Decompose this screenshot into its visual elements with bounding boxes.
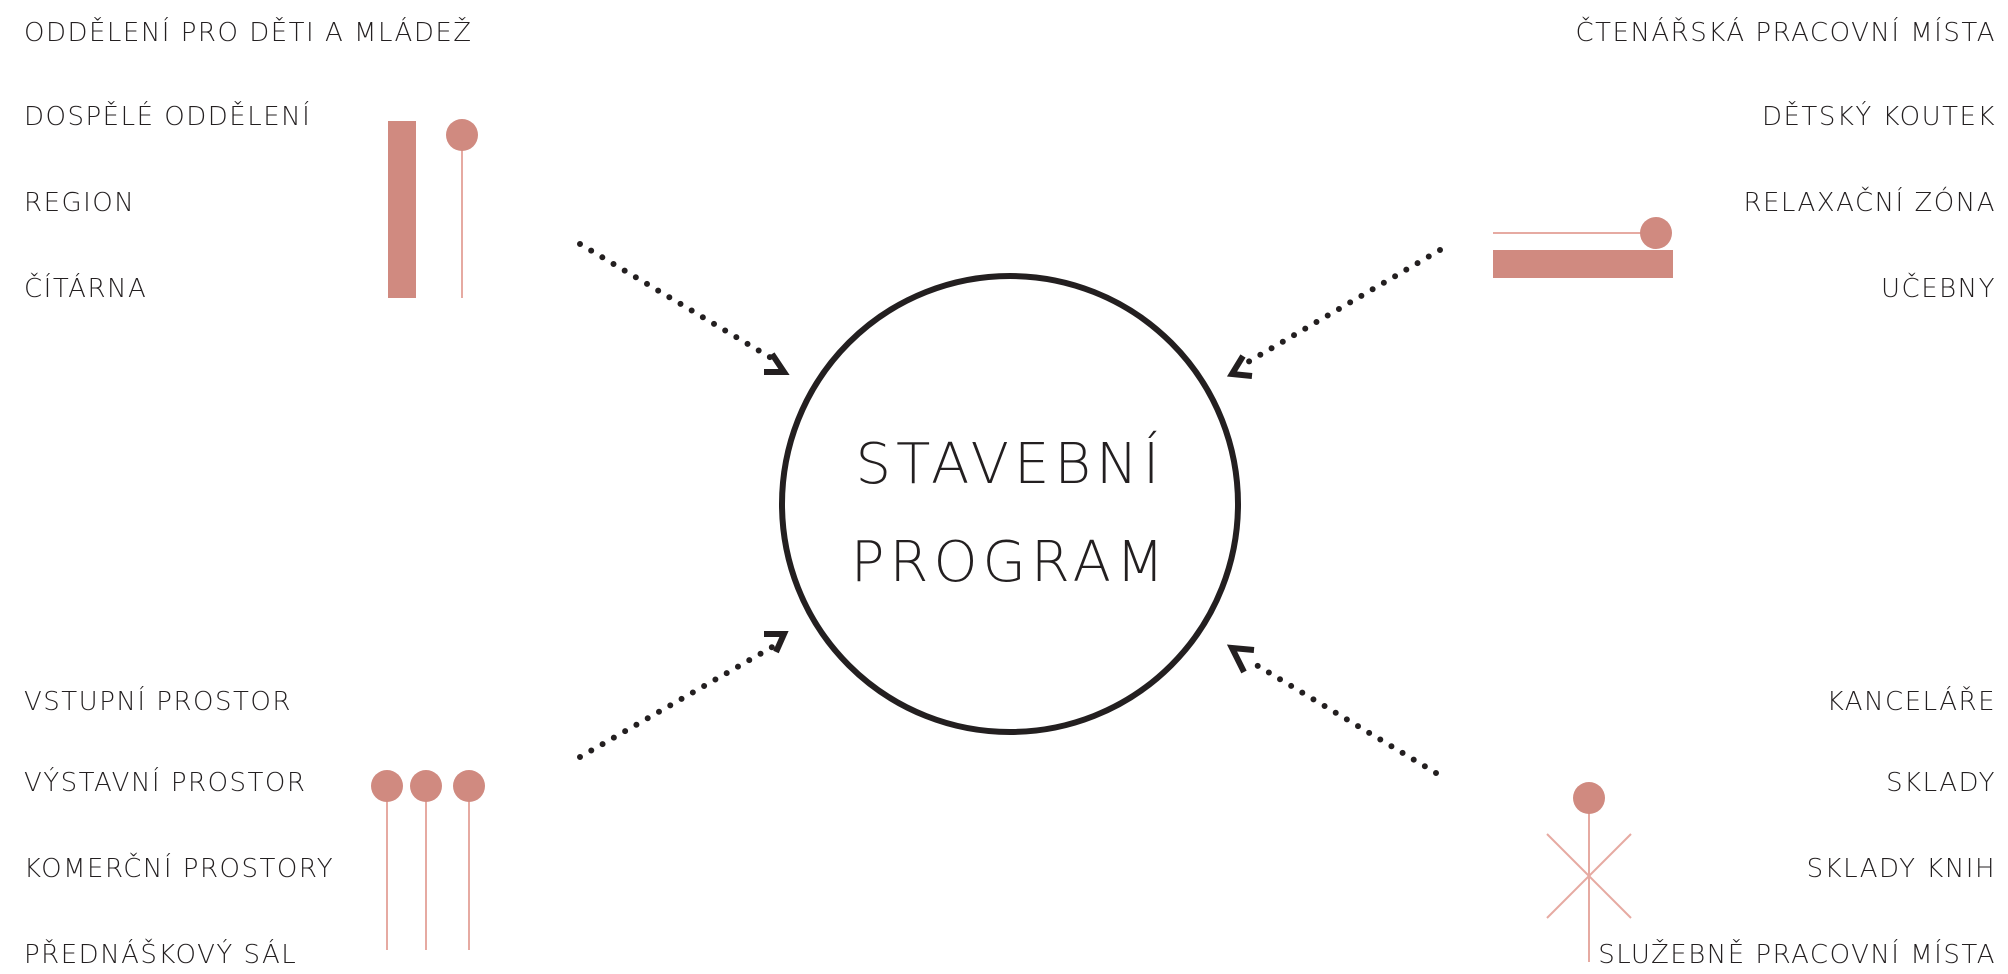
list-item: SLUŽEBNĚ PRACOVNÍ MÍSTA [1598,940,1996,970]
list-item: DOSPĚLÉ ODDĚLENÍ [24,102,312,132]
list-item: SKLADY [1886,768,1996,798]
arrow-top-right [1226,247,1443,379]
icon-top-right [1493,217,1673,278]
arrow-bottom-left [577,631,789,760]
list-item: PŘEDNÁŠKOVÝ SÁL [24,940,298,970]
center-circle [779,273,1241,735]
list-item: DĚTSKÝ KOUTEK [1761,102,1996,132]
list-item: RELAXAČNÍ ZÓNA [1743,188,1996,218]
arrow-bottom-right [1226,644,1439,776]
icon-top-left [388,119,478,298]
icon-bottom-left [371,770,485,950]
list-item: REGION [24,188,136,218]
center-title-line-2: PROGRAM [850,530,1170,595]
list-item: KOMERČNÍ PROSTORY [24,854,335,884]
list-item: VSTUPNÍ PROSTOR [24,687,292,717]
arrow-top-left [577,241,790,375]
center-title-line-1: STAVEBNÍ [855,432,1165,497]
icon-bottom-right [1546,782,1632,962]
list-item: ČÍTÁRNA [24,274,148,304]
list-item: ČTENÁŘSKÁ PRACOVNÍ MÍSTA [1575,18,1996,48]
list-item: SKLADY KNIH [1806,854,1996,884]
list-item: ODDĚLENÍ PRO DĚTI A MLÁDEŽ [24,18,473,48]
list-item: UČEBNY [1881,274,1996,304]
list-item: VÝSTAVNÍ PROSTOR [24,768,307,798]
list-item: KANCELÁŘE [1826,687,1996,717]
